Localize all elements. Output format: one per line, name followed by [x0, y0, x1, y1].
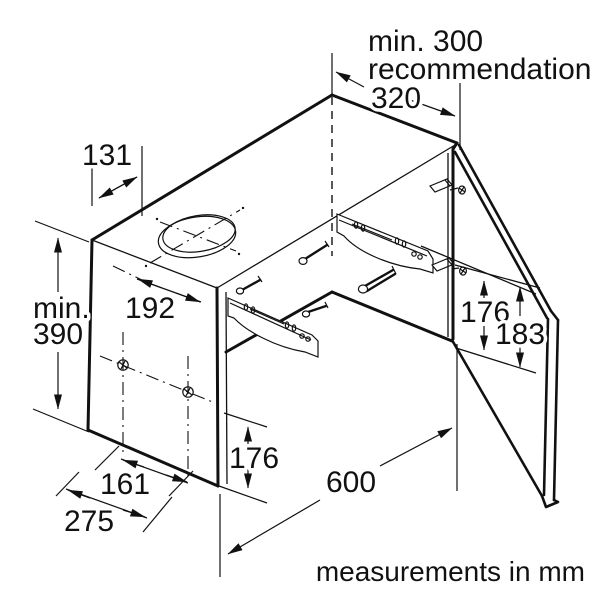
dim-176-front-label: 176	[229, 442, 279, 475]
top-clearance-label-2: recommendation	[368, 53, 591, 86]
vent-centerline-2	[159, 221, 237, 252]
dimension-183: 183	[491, 286, 549, 368]
dimension-192: 192	[121, 278, 202, 329]
loose-screw-2	[298, 240, 330, 266]
cabinet-left-panel	[86, 238, 228, 488]
dim-161-label: 161	[100, 468, 150, 501]
dimension-min-390: min. 390	[30, 220, 93, 433]
dim-176-door-label: 176	[460, 296, 510, 329]
dimension-131: 131	[78, 136, 143, 216]
dimension-top-clearance: min. 300 recommendation 320	[331, 22, 595, 150]
dim-131-label: 131	[82, 139, 132, 172]
top-clearance-label-3: 320	[371, 82, 421, 115]
vent-hole	[144, 206, 245, 268]
loose-screw-1	[235, 275, 263, 295]
min-390-label-2: 390	[33, 318, 83, 351]
dim-600-label: 600	[326, 466, 376, 499]
dimension-176-front: 176	[218, 412, 283, 504]
cabinet-right-wall-front-edge	[447, 141, 459, 341]
vent-centerline-1	[149, 209, 241, 264]
dim-275-label: 275	[64, 505, 114, 538]
door-reference-line-upper	[420, 245, 537, 295]
dim-192-label: 192	[125, 292, 175, 325]
top-clearance-label-1: min. 300	[368, 25, 483, 58]
dimension-176-door: 176	[456, 280, 514, 351]
cabinet-top-panel	[90, 93, 459, 289]
door-reference-line-mid	[454, 264, 541, 289]
hinge-dowel-1	[429, 178, 467, 195]
dimension-161: 161	[94, 445, 194, 505]
loose-screw-3	[301, 301, 329, 318]
dim-183-label: 183	[495, 318, 545, 351]
loose-screw-4	[357, 265, 397, 294]
mounting-bracket-left	[227, 297, 319, 358]
min-390-label-1: min.	[33, 292, 90, 325]
door-reference-line-lower	[455, 347, 537, 374]
unit-note: measurements in mm	[316, 556, 585, 587]
mounting-rail-right	[336, 213, 434, 274]
dimension-600: 600	[219, 344, 458, 577]
door-panel	[420, 143, 560, 509]
dimension-275: 275	[55, 471, 173, 542]
